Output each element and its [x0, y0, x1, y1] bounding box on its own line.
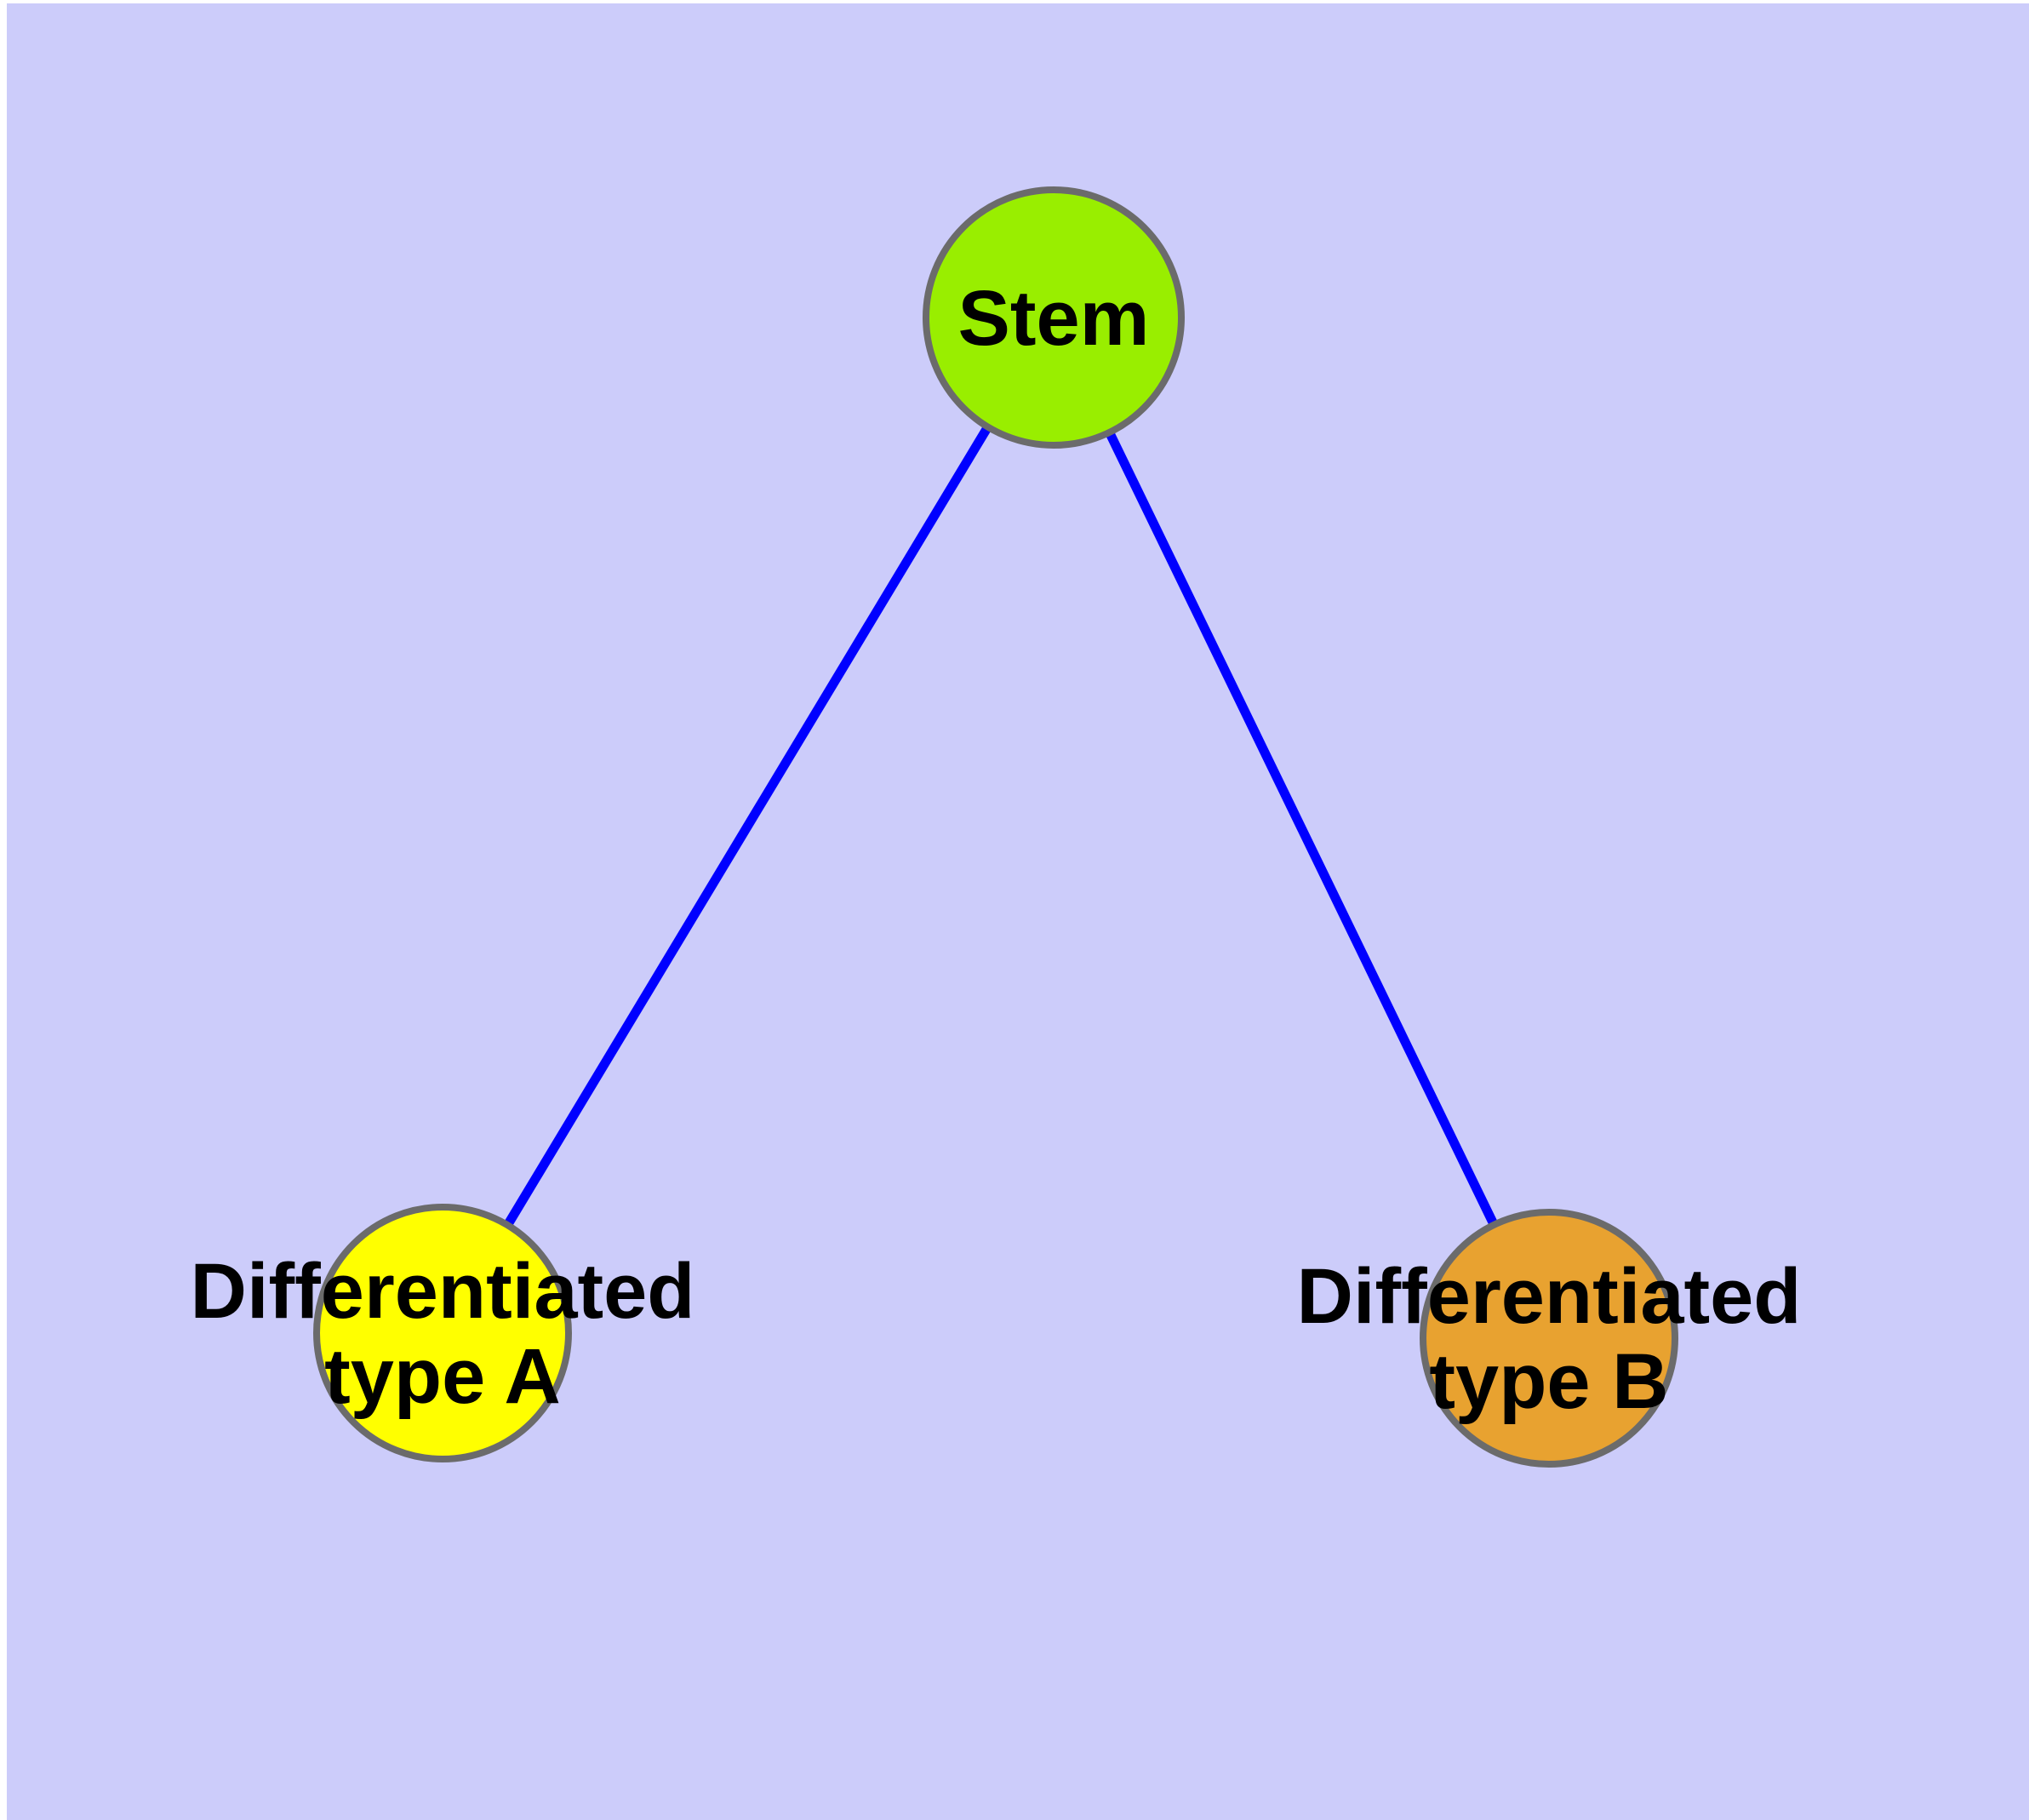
- node-label-line: Differentiated: [1297, 1253, 1802, 1340]
- edge-stem-to-differentiated-type-b[interactable]: [1103, 426, 1500, 1230]
- node-stem[interactable]: Stem: [923, 186, 1185, 449]
- edges-layer: [501, 421, 1500, 1231]
- node-label-line: Stem: [958, 275, 1150, 362]
- node-stem-label: Stem: [958, 275, 1150, 362]
- node-differentiated-type-a-circle[interactable]: [313, 1204, 572, 1462]
- node-label-line: type A: [324, 1333, 561, 1420]
- node-label-line: type B: [1429, 1338, 1668, 1425]
- node-differentiated-type-b-circle[interactable]: [1420, 1209, 1678, 1468]
- node-label-line: Differentiated: [191, 1248, 695, 1335]
- edge-stem-to-differentiated-type-a[interactable]: [501, 421, 994, 1231]
- node-stem-circle[interactable]: [923, 186, 1185, 449]
